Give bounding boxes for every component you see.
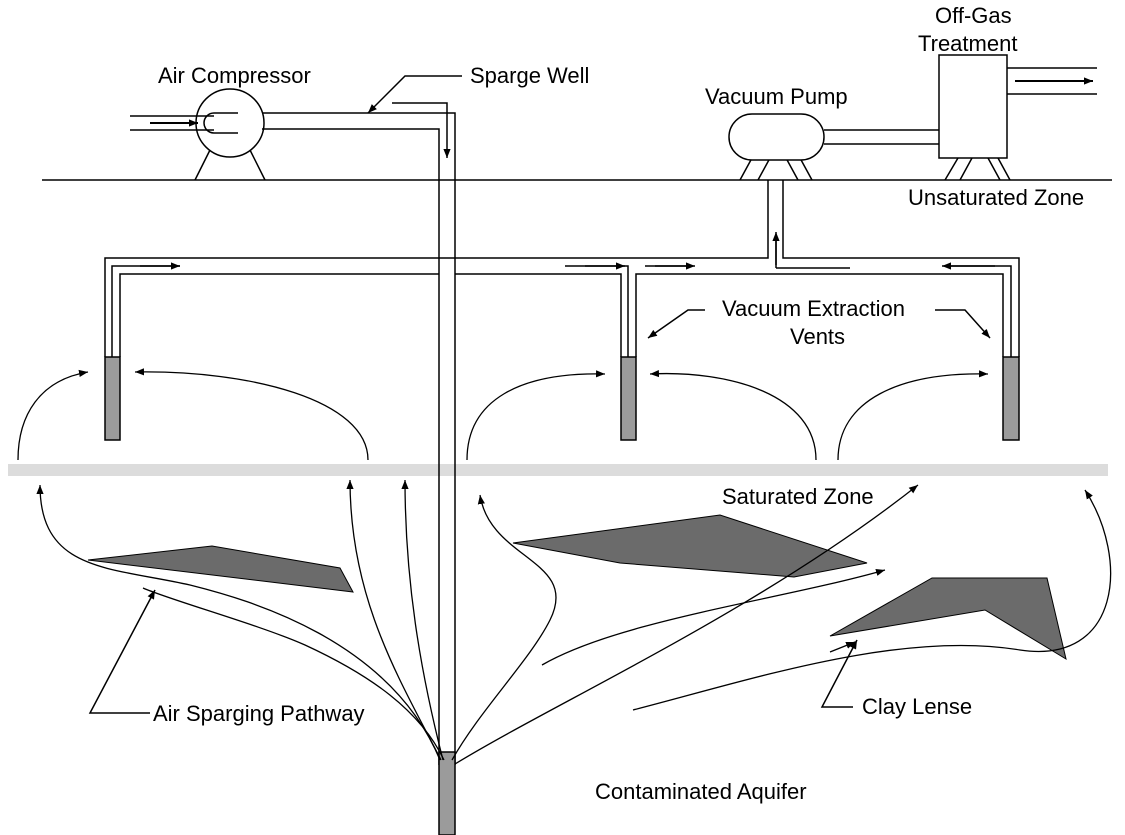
label-vacuum-pump: Vacuum Pump [705,84,848,109]
label-treatment: Treatment [918,31,1017,56]
sparge-well-leader [367,75,462,114]
vadose-airflow-arcs [17,368,989,461]
air-sparging-pathways [36,479,1112,765]
air-sparging-pathway-leader [88,589,156,714]
vent-screen-middle [620,356,637,441]
clay-lense-leader [820,639,858,708]
vents-leader-left [647,309,705,339]
clay-lense-right [829,577,1067,661]
vent-screen-right [1002,356,1020,441]
label-unsaturated-zone: Unsaturated Zone [908,185,1084,210]
vacuum-pump [728,113,825,181]
label-vacuum-extraction: Vacuum Extraction [722,296,905,321]
label-air-sparging-pathway: Air Sparging Pathway [153,701,365,726]
pump-to-treatment-pipe [824,129,939,145]
sparge-well-screen [438,751,456,835]
label-vents: Vents [790,324,845,349]
vents-leader-right [935,309,991,339]
label-sparge-well: Sparge Well [470,63,589,88]
clay-lense-left [87,545,354,593]
air-compressor [130,88,266,181]
label-saturated-zone: Saturated Zone [722,484,874,509]
label-air-compressor: Air Compressor [158,63,311,88]
vacuum-manifold [104,180,1020,357]
sparge-supply-pipe [262,102,456,765]
water-table-band [8,464,1108,476]
label-off-gas: Off-Gas [935,3,1012,28]
label-clay-lense: Clay Lense [862,694,972,719]
vent-screen-left [104,356,121,441]
manifold-flow-arrows [140,232,995,270]
off-gas-treatment-unit [938,54,1097,181]
clay-lense-middle [512,514,868,578]
label-contaminated-aquifer: Contaminated Aquifer [595,779,807,804]
